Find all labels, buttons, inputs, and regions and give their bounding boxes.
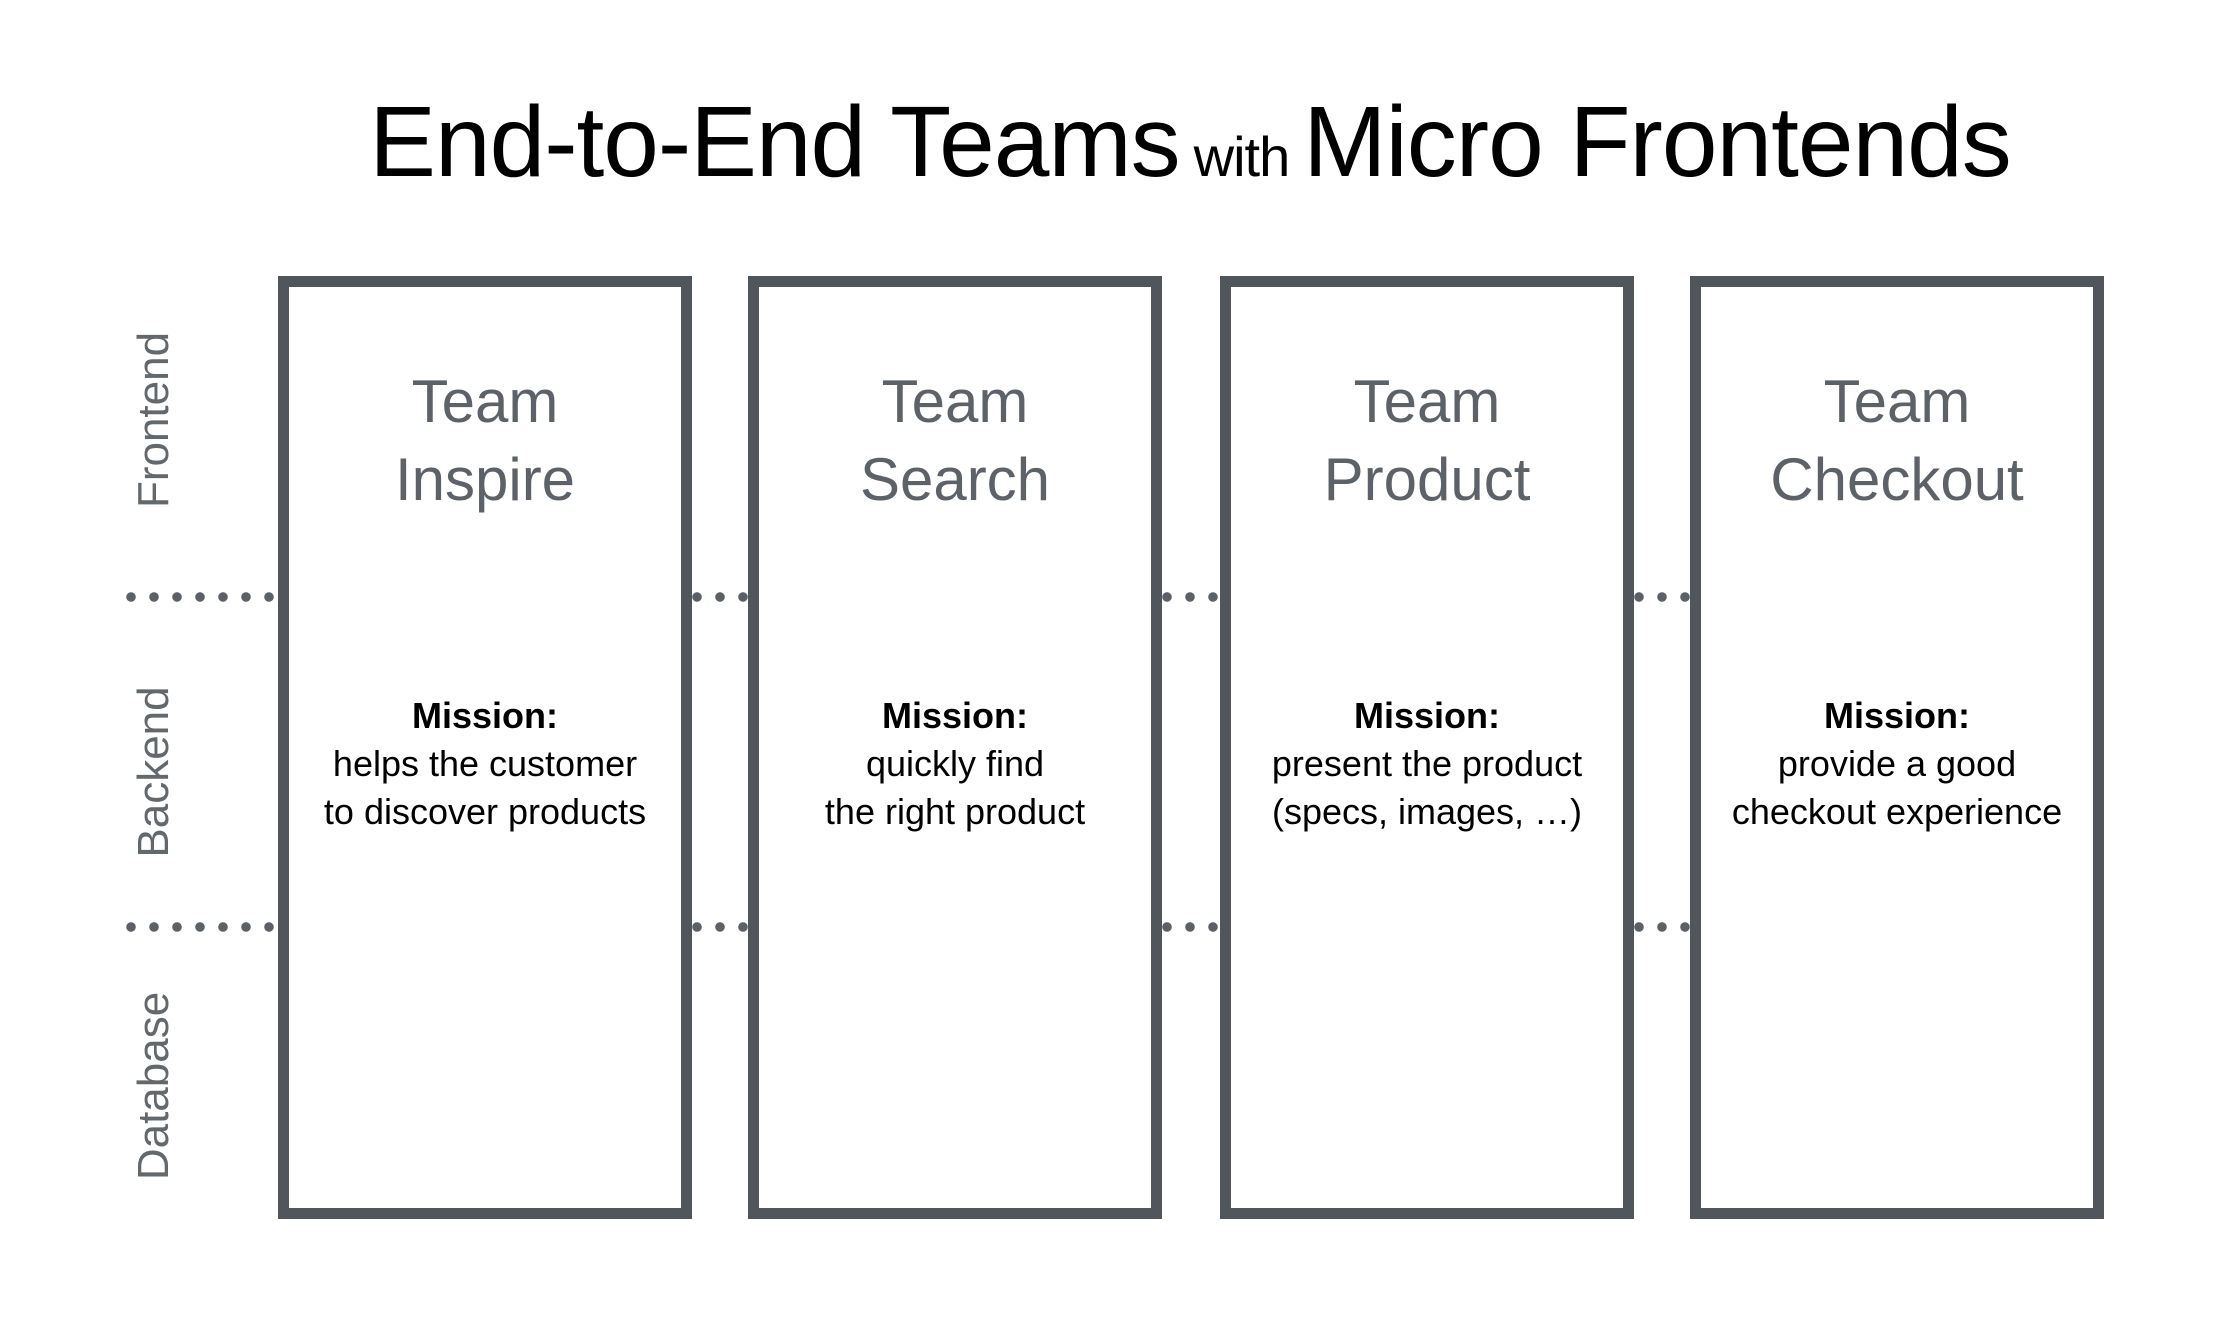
team-name-line1: Team	[881, 368, 1029, 435]
mission-line: (specs, images, …)	[1271, 791, 1583, 832]
team-name-line2: Checkout	[1770, 446, 2024, 513]
title-segment-main-1: End-to-End Teams	[369, 86, 1180, 198]
mission-label: Mission:	[411, 695, 558, 736]
layer-label-backend: Backend	[129, 686, 178, 858]
mission-line: the right product	[824, 791, 1086, 832]
team-name-line1: Team	[411, 368, 559, 435]
layer-label-frontend: Frontend	[129, 331, 178, 509]
team-name-line2: Search	[859, 446, 1051, 513]
layer-label-database: Database	[129, 991, 178, 1181]
title-segment-connector: with	[1193, 125, 1291, 188]
title-segment-main-2: Micro Frontends	[1303, 86, 2011, 198]
mission-label: Mission:	[1353, 695, 1500, 736]
dotted-divider-frontend-backend-margin	[126, 592, 276, 602]
mission-label: Mission:	[1823, 695, 1970, 736]
dotted-divider-backend-database-margin	[126, 922, 276, 932]
dotted-divider-backend-database-gap2	[1162, 922, 1218, 932]
team-name-line2: Product	[1323, 446, 1531, 513]
team-name-line2: Inspire	[394, 446, 576, 513]
dotted-divider-frontend-backend-gap3	[1634, 592, 1690, 602]
team-mission: Mission: helps the customer to discover …	[289, 692, 681, 836]
team-mission: Mission: quickly find the right product	[759, 692, 1151, 836]
mission-line: helps the customer	[332, 743, 638, 784]
team-mission: Mission: provide a good checkout experie…	[1701, 692, 2093, 836]
mission-line: checkout experience	[1731, 791, 2063, 832]
dotted-divider-backend-database-gap3	[1634, 922, 1690, 932]
mission-line: to discover products	[323, 791, 647, 832]
dotted-divider-frontend-backend-gap1	[692, 592, 748, 602]
team-mission: Mission: present the product (specs, ima…	[1231, 692, 1623, 836]
team-name-line1: Team	[1823, 368, 1971, 435]
dotted-divider-frontend-backend-gap2	[1162, 592, 1218, 602]
mission-line: present the product	[1271, 743, 1583, 784]
team-name-line1: Team	[1353, 368, 1501, 435]
mission-line: provide a good	[1777, 743, 2017, 784]
mission-line: quickly find	[865, 743, 1045, 784]
mission-label: Mission:	[881, 695, 1028, 736]
dotted-divider-backend-database-gap1	[692, 922, 748, 932]
